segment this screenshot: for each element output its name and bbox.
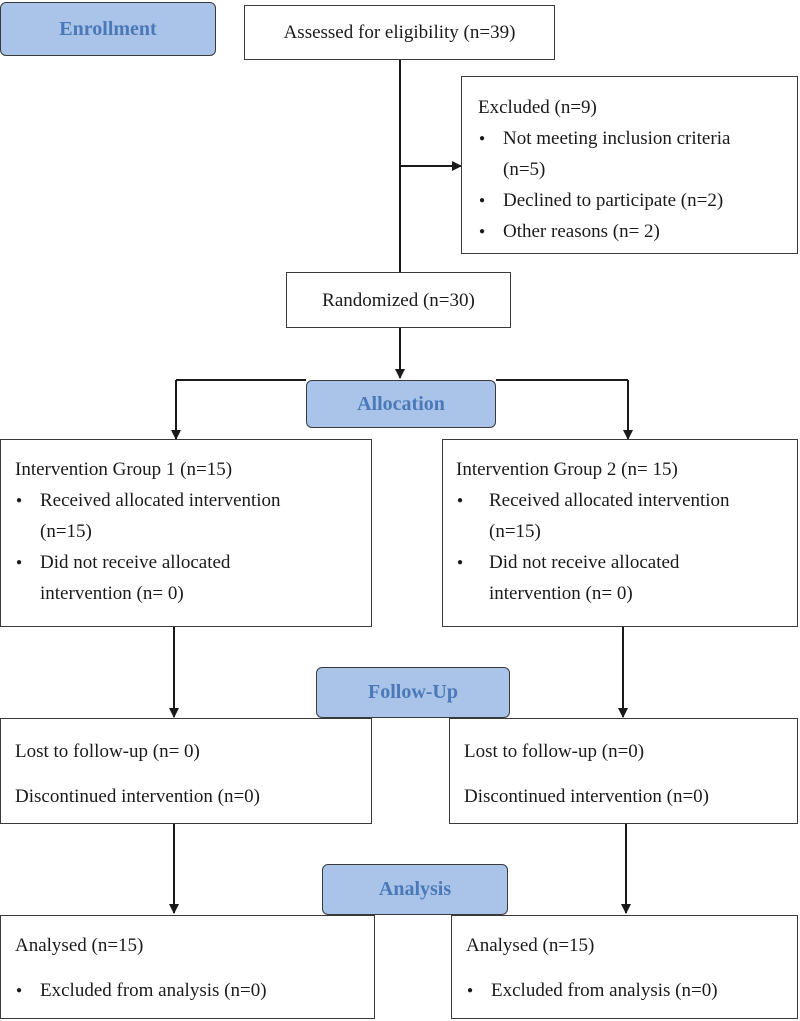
- stage-analysis-label: Analysis: [378, 878, 452, 900]
- followup1-box: Lost to follow-up (n= 0) Discontinued in…: [0, 718, 372, 824]
- excluded-reason-item: Declined to participate (n=2): [478, 185, 797, 216]
- group2-box: Intervention Group 2 (n= 15) Received al…: [442, 439, 798, 627]
- followup1-lost: Lost to follow-up (n= 0): [15, 741, 200, 762]
- followup1-discontinued: Discontinued intervention (n=0): [15, 786, 260, 807]
- group2-item: Did not receive allocated intervention (…: [456, 547, 797, 609]
- group2-item: Received allocated intervention (n=15): [456, 485, 797, 547]
- randomized-text: Randomized (n=30): [322, 289, 475, 311]
- stage-allocation: Allocation: [306, 380, 496, 428]
- excluded-title: Excluded (n=9): [478, 97, 597, 118]
- excluded-reason-item: Other reasons (n= 2): [478, 216, 797, 247]
- group1-items-list: Received allocated intervention (n=15) D…: [15, 485, 371, 609]
- analysis1-list: Excluded from analysis (n=0): [15, 975, 374, 1006]
- analysis1-box: Analysed (n=15) Excluded from analysis (…: [0, 915, 375, 1019]
- analysis2-excluded-item: Excluded from analysis (n=0): [466, 975, 797, 1006]
- excluded-reasons-list: Not meeting inclusion criteria (n=5) Dec…: [478, 123, 797, 247]
- group2-items-list: Received allocated intervention (n=15) D…: [456, 485, 797, 609]
- group1-title: Intervention Group 1 (n=15): [15, 459, 233, 480]
- stage-enrollment: Enrollment: [0, 2, 216, 56]
- assessed-box: Assessed for eligibility (n=39): [244, 5, 555, 60]
- followup2-discontinued: Discontinued intervention (n=0): [464, 786, 709, 807]
- analysis2-analysed: Analysed (n=15): [466, 935, 595, 956]
- group1-box: Intervention Group 1 (n=15) Received all…: [0, 439, 372, 627]
- stage-enrollment-label: Enrollment: [59, 17, 157, 40]
- group2-title: Intervention Group 2 (n= 15): [456, 459, 678, 480]
- analysis2-box: Analysed (n=15) Excluded from analysis (…: [451, 915, 798, 1019]
- stage-analysis: Analysis: [322, 864, 508, 915]
- analysis1-analysed: Analysed (n=15): [15, 935, 144, 956]
- followup2-box: Lost to follow-up (n=0) Discontinued int…: [449, 718, 798, 824]
- excluded-box: Excluded (n=9) Not meeting inclusion cri…: [461, 76, 798, 254]
- excluded-reason-item: Not meeting inclusion criteria (n=5): [478, 123, 797, 185]
- analysis2-list: Excluded from analysis (n=0): [466, 975, 797, 1006]
- analysis1-excluded-item: Excluded from analysis (n=0): [15, 975, 374, 1006]
- stage-allocation-label: Allocation: [357, 392, 445, 415]
- randomized-box: Randomized (n=30): [286, 272, 511, 328]
- stage-follow-up-label: Follow-Up: [368, 681, 458, 703]
- group1-item: Did not receive allocated intervention (…: [15, 547, 371, 609]
- stage-follow-up: Follow-Up: [316, 667, 510, 718]
- followup2-lost: Lost to follow-up (n=0): [464, 741, 645, 762]
- group1-item: Received allocated intervention (n=15): [15, 485, 371, 547]
- assessed-text: Assessed for eligibility (n=39): [283, 22, 516, 43]
